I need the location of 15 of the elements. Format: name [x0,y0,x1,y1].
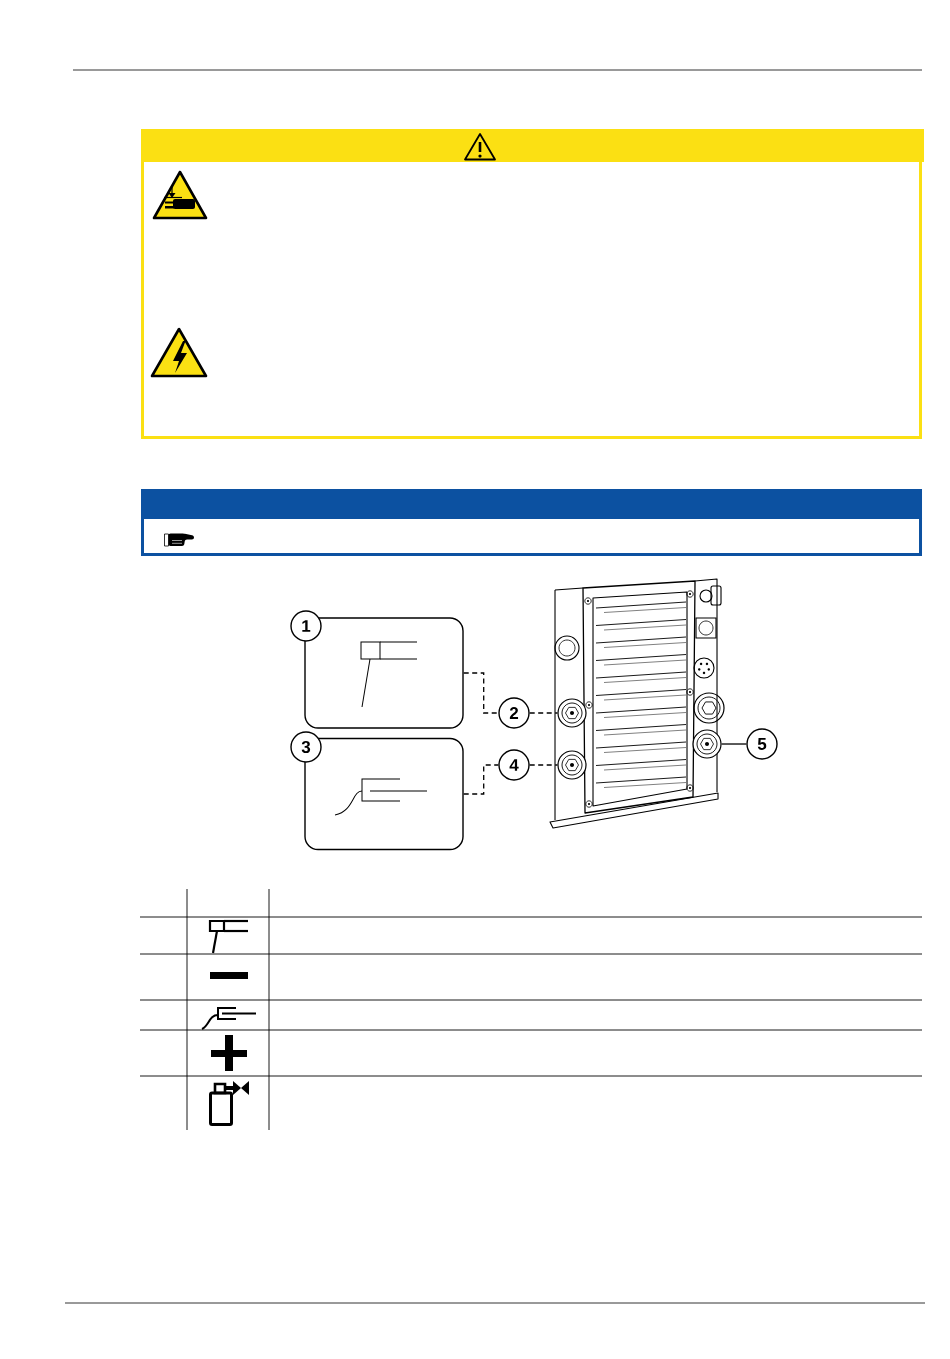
socket [692,729,722,759]
leader-line [463,764,499,795]
leader-line [463,672,499,714]
callout-number: 2 [498,697,530,729]
socket [557,750,587,780]
rounded-box [304,617,464,729]
callout-number: 5 [746,728,778,760]
leader-line [529,712,559,714]
rounded-box [304,737,464,851]
socket [557,698,587,728]
callout-number: 3 [290,731,322,763]
leader-line [529,764,559,766]
callout-number: 1 [290,610,322,642]
leader-line [720,743,747,745]
callout-number: 4 [498,749,530,781]
